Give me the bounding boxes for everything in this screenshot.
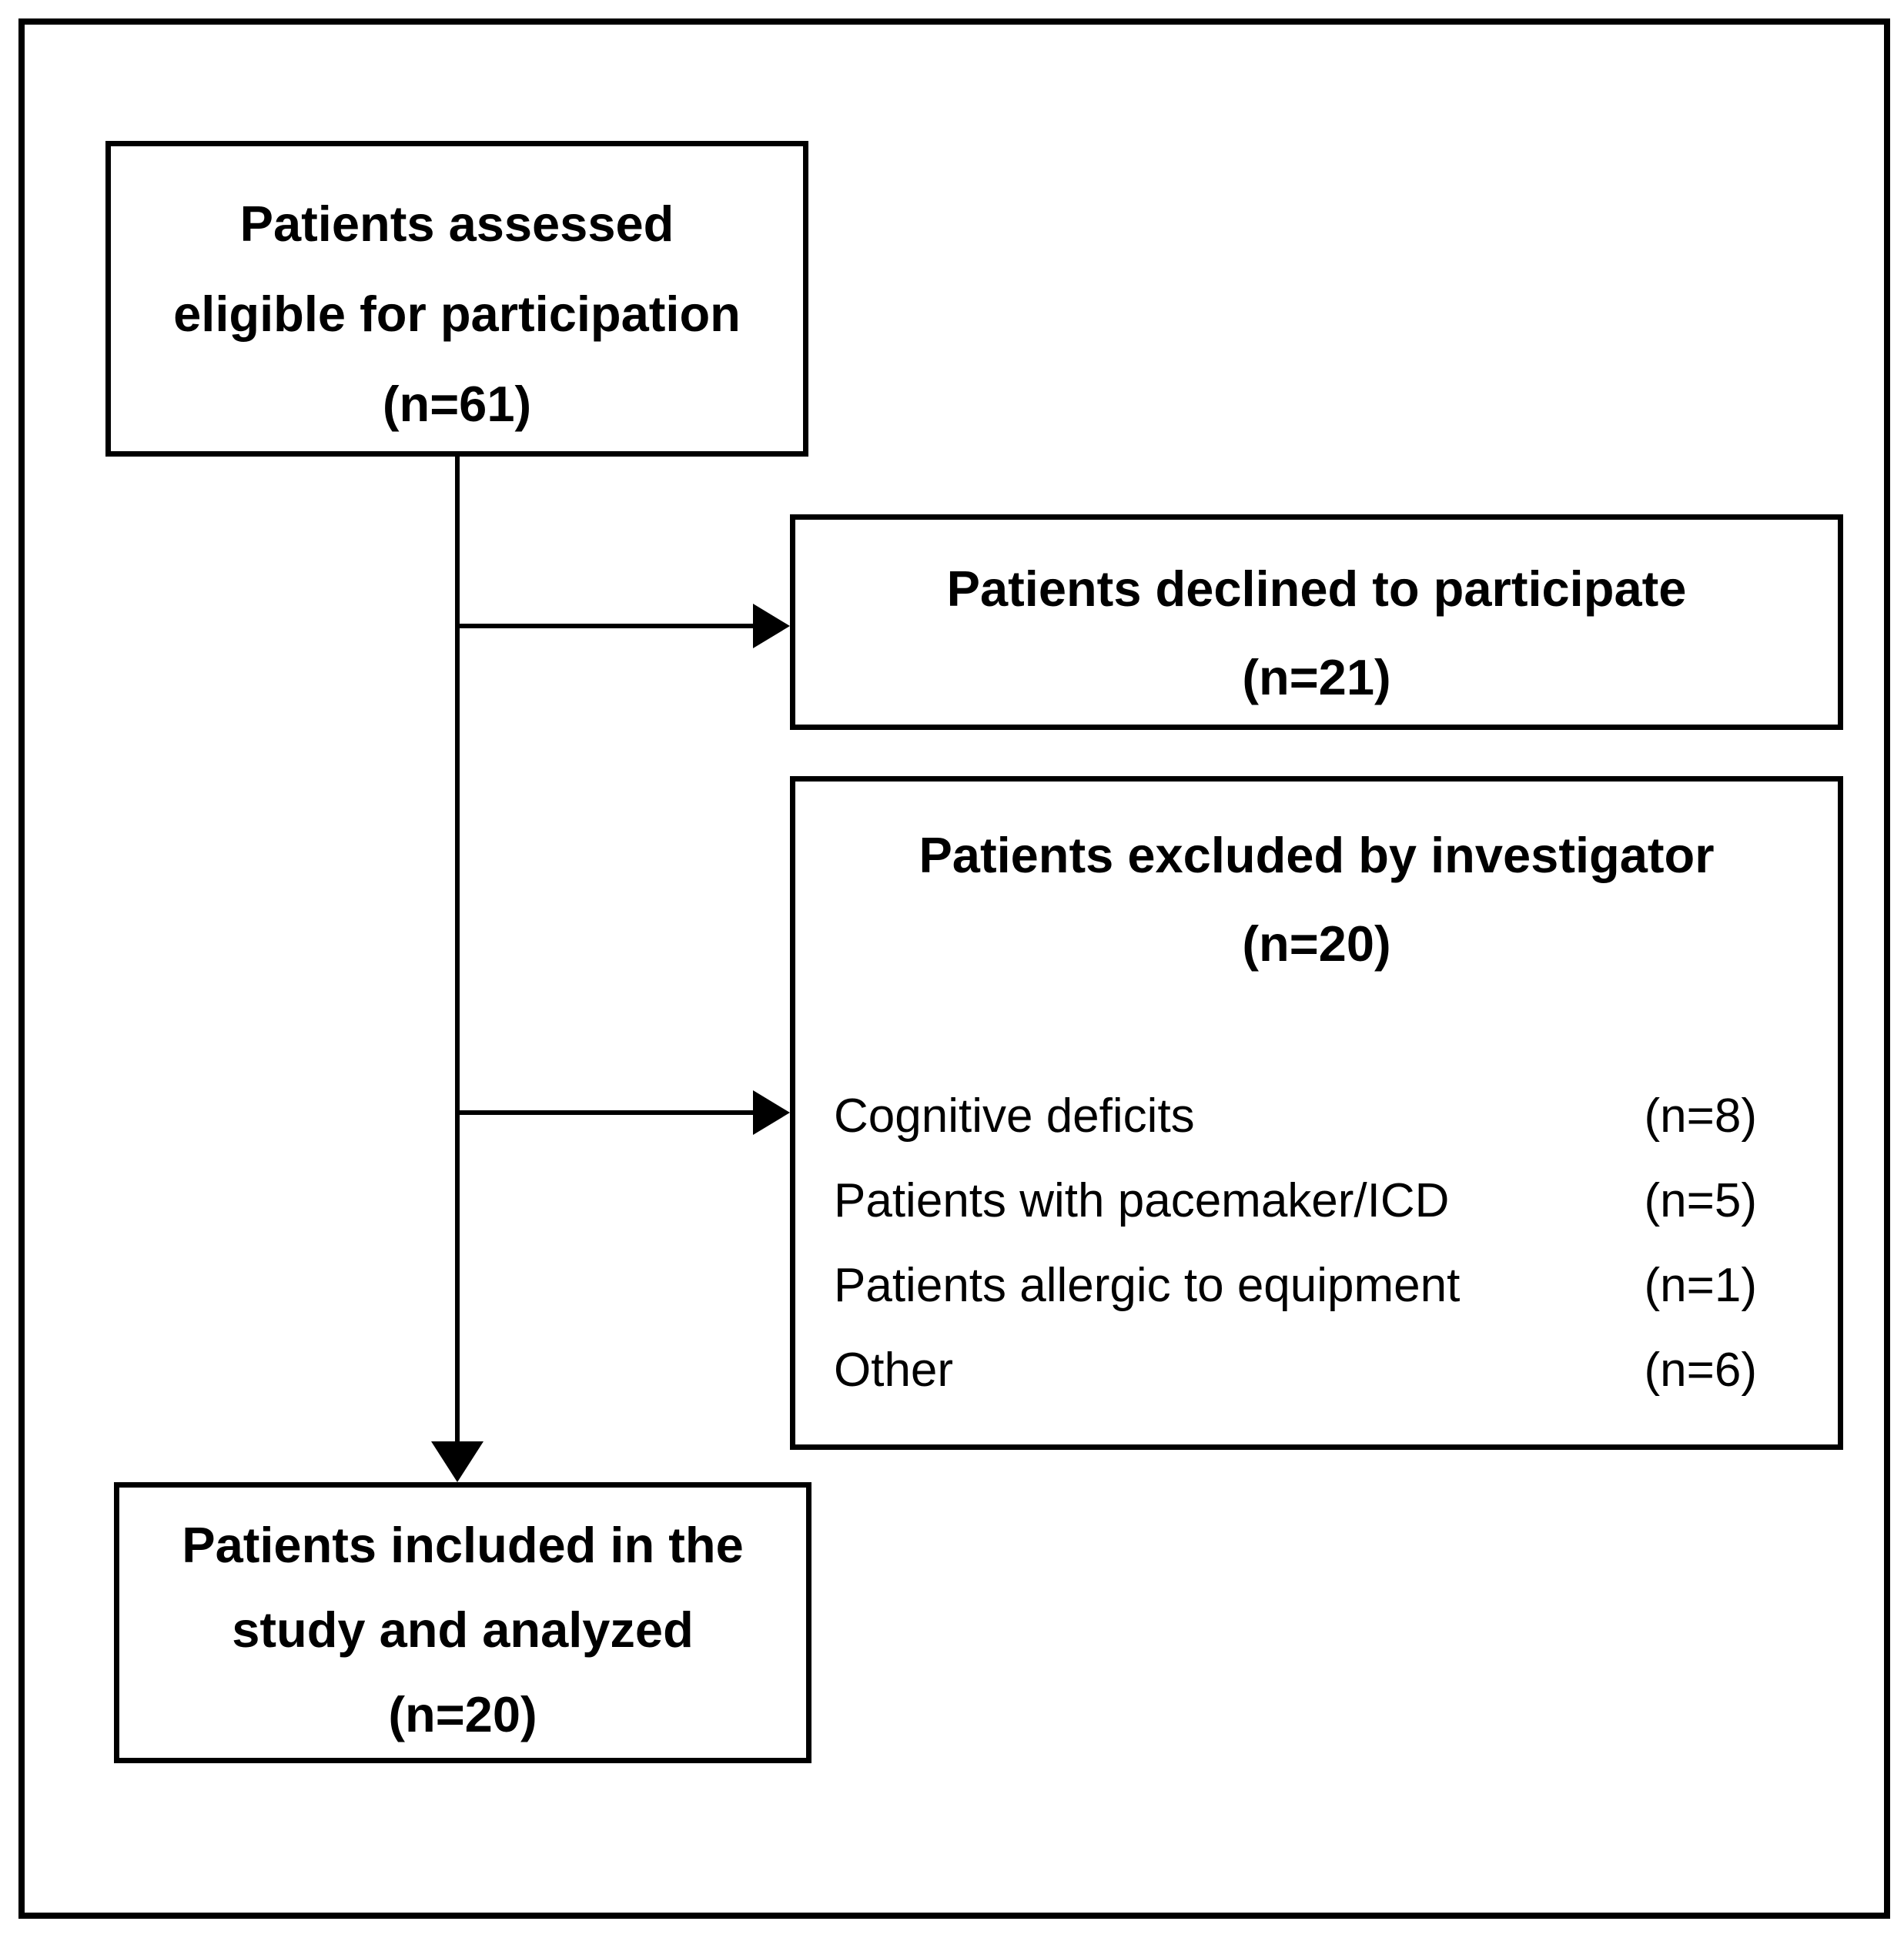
box-included-count: (n=20): [388, 1686, 537, 1742]
reason-count: (n=1): [1644, 1259, 1757, 1312]
reason-label: Cognitive deficits: [834, 1089, 1195, 1143]
reason-count: (n=6): [1644, 1344, 1757, 1397]
exclusion-reason-row: Patients with pacemaker/ICD (n=5): [795, 1159, 1838, 1243]
exclusion-reason-row: Patients allergic to equipment (n=1): [795, 1243, 1838, 1328]
box-included-line-1: Patients included in the: [182, 1517, 744, 1573]
box-included-line-2: study and analyzed: [232, 1602, 694, 1658]
box-eligible-line-1: Patients assessed: [239, 196, 674, 252]
arrow-down-icon: [431, 1441, 484, 1482]
reason-count: (n=5): [1644, 1174, 1757, 1227]
box-declined-line-1: Patients declined to participate: [946, 561, 1687, 617]
arrow-right-icon: [753, 1090, 790, 1135]
box-declined-patients: Patients declined to participate (n=21): [790, 514, 1843, 730]
box-excluded-count: (n=20): [1242, 915, 1391, 972]
box-eligible-line-2: eligible for participation: [173, 286, 741, 342]
reason-count: (n=8): [1644, 1089, 1757, 1143]
box-declined-count: (n=21): [1242, 649, 1391, 705]
box-eligible-count: (n=61): [382, 376, 532, 432]
box-eligible-patients: Patients assessed eligible for participa…: [105, 141, 808, 457]
diagram-border: [18, 18, 1890, 1919]
arrow-right-icon: [753, 604, 790, 648]
connector-vertical-line: [455, 457, 460, 1448]
reason-label: Patients with pacemaker/ICD: [834, 1174, 1450, 1227]
connector-excluded-line: [457, 1110, 758, 1115]
connector-declined-line: [457, 624, 758, 628]
excluded-reasons-spacer: [795, 988, 1838, 1074]
box-excluded-title-1: Patients excluded by investigator: [919, 827, 1715, 883]
reason-label: Other: [834, 1344, 954, 1397]
exclusion-reason-row: Cognitive deficits (n=8): [795, 1074, 1838, 1159]
reason-label: Patients allergic to equipment: [834, 1259, 1461, 1312]
box-included-patients: Patients included in the study and analy…: [114, 1482, 811, 1763]
box-excluded-patients: Patients excluded by investigator (n=20)…: [790, 776, 1843, 1450]
exclusion-reason-row: Other (n=6): [795, 1328, 1838, 1413]
